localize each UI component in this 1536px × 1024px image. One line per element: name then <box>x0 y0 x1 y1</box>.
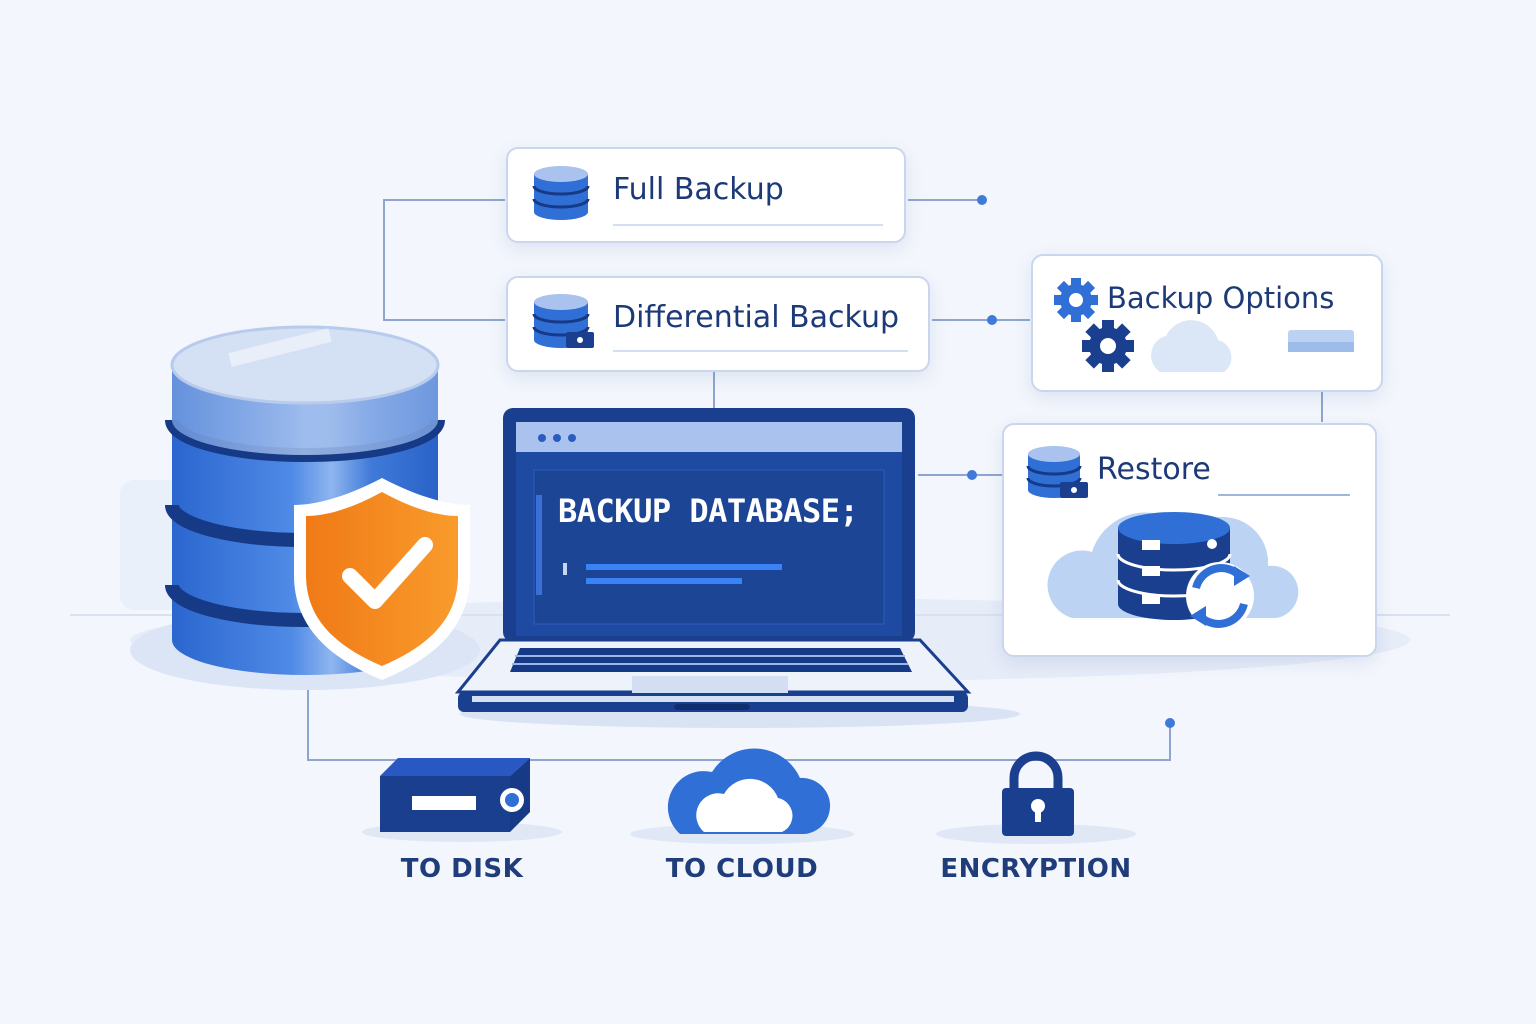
full-backup-database-icon <box>532 166 590 220</box>
laptop-icon <box>454 408 1020 728</box>
differential-backup-underline <box>613 350 908 352</box>
cloud-icon <box>630 748 854 844</box>
restore-database-icon <box>1026 446 1088 498</box>
gear-icon <box>1054 278 1134 372</box>
to-cloud-label: TO CLOUD <box>665 854 819 884</box>
full-backup-underline <box>613 224 883 226</box>
restore-cloud-database-icon <box>1047 512 1299 630</box>
differential-backup-database-icon <box>532 294 594 348</box>
options-cloud-icon <box>1151 320 1232 372</box>
restore-label: Restore <box>1097 452 1211 487</box>
shield-check-icon <box>294 478 470 680</box>
backup-command-text: BACKUP DATABASE; <box>558 492 859 530</box>
padlock-icon <box>936 751 1136 844</box>
to-disk-label: TO DISK <box>400 854 524 884</box>
connector-lines <box>307 195 1323 761</box>
hard-drive-icon <box>362 758 562 842</box>
full-backup-label: Full Backup <box>613 172 784 207</box>
differential-backup-label: Differential Backup <box>613 300 900 335</box>
restore-underline <box>1218 494 1350 496</box>
encryption-label: ENCRYPTION <box>940 854 1132 884</box>
options-toggle-icon <box>1288 330 1354 352</box>
backup-options-label: Backup Options <box>1107 281 1335 315</box>
